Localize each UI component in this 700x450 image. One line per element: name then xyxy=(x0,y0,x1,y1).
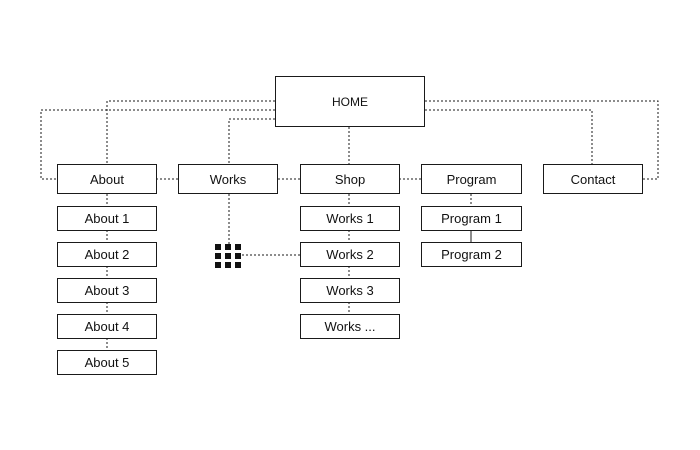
about-child-label: About 5 xyxy=(84,355,130,370)
about-child-label: About 3 xyxy=(84,283,130,298)
connector-home-about-outer xyxy=(40,109,275,180)
about-child-5: About 5 xyxy=(57,350,157,375)
shop-child-4: Works ... xyxy=(300,314,400,339)
shop-child-2: Works 2 xyxy=(300,242,400,267)
shop-child-1: Works 1 xyxy=(300,206,400,231)
section-works: Works xyxy=(178,164,278,194)
program-child-label: Program 2 xyxy=(441,247,502,262)
shop-child-label: Works 1 xyxy=(326,211,374,226)
connector-home-about xyxy=(106,100,275,164)
shop-child-label: Works 3 xyxy=(326,283,374,298)
section-works-label: Works xyxy=(209,171,247,187)
section-shop-label: Shop xyxy=(334,171,366,187)
section-contact-label: Contact xyxy=(570,171,616,187)
shop-child-label: Works 2 xyxy=(326,247,374,262)
shop-child-3: Works 3 xyxy=(300,278,400,303)
about-child-1: About 1 xyxy=(57,206,157,231)
grid-icon xyxy=(215,244,241,268)
about-child-label: About 2 xyxy=(84,247,130,262)
shop-child-label: Works ... xyxy=(324,319,376,334)
home-label: HOME xyxy=(332,94,368,109)
program-child-1: Program 1 xyxy=(421,206,522,231)
connector-home-contact xyxy=(425,100,659,180)
section-program-label: Program xyxy=(446,171,497,187)
connector-home-program xyxy=(425,109,593,164)
about-child-3: About 3 xyxy=(57,278,157,303)
program-child-2: Program 2 xyxy=(421,242,522,267)
program-child-label: Program 1 xyxy=(441,211,502,226)
home-box: HOME xyxy=(275,76,425,127)
about-child-label: About 1 xyxy=(84,211,130,226)
section-shop: Shop xyxy=(300,164,400,194)
connector-home-works xyxy=(228,118,275,164)
about-child-4: About 4 xyxy=(57,314,157,339)
about-child-label: About 4 xyxy=(84,319,130,334)
section-contact: Contact xyxy=(543,164,643,194)
section-about-label: About xyxy=(90,171,124,187)
section-about: About xyxy=(57,164,157,194)
about-child-2: About 2 xyxy=(57,242,157,267)
section-program: Program xyxy=(421,164,522,194)
